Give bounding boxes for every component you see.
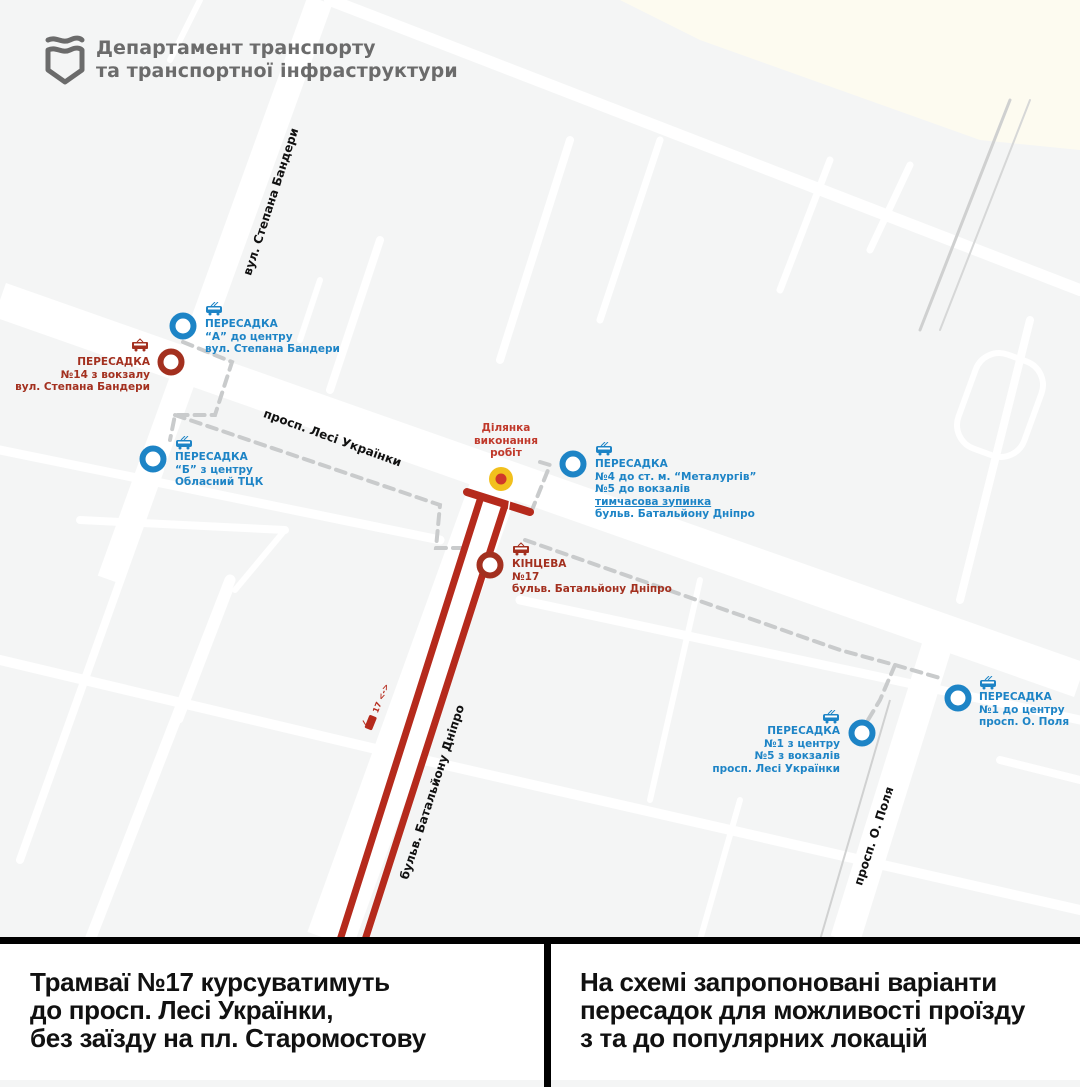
works-stop-line	[506, 497, 511, 521]
footer-divider	[544, 944, 551, 1087]
trolleybus-icon	[980, 676, 996, 690]
industrial-zone	[620, 0, 1080, 150]
stop-ring-17-end	[476, 551, 504, 579]
transfer-rings	[139, 312, 972, 747]
stop-ring-4-5	[559, 450, 587, 478]
stop-label-14: ПЕРЕСАДКА №14 з вокзалу вул. Степана Бан…	[15, 356, 150, 393]
stop-label-4-5: ПЕРЕСАДКА №4 до ст. м. “Металургів” №5 д…	[595, 458, 757, 520]
department-title: Департамент транспорту та транспортної і…	[96, 37, 458, 83]
stop-ring-1-5-from	[848, 719, 876, 747]
stop-ring-B	[139, 445, 167, 473]
trolleybus-icon	[176, 436, 192, 450]
tram-icon	[132, 338, 148, 352]
header: Департамент транспорту та транспортної і…	[44, 34, 458, 86]
stop-label-1-5-from: ПЕРЕСАДКА №1 з центру №5 з вокзалів прос…	[712, 725, 840, 775]
title-line-2: та транспортної інфраструктури	[96, 60, 458, 82]
title-line-1: Департамент транспорту	[96, 37, 376, 59]
tram-icon	[513, 542, 529, 556]
tram-route-17	[336, 488, 534, 940]
stop-label-17-end: КІНЦЕВА №17 бульв. Батальйону Дніпро	[512, 558, 672, 595]
stop-label-A: ПЕРЕСАДКА “А” до центру вул. Степана Бан…	[205, 318, 340, 355]
works-site-marker	[489, 467, 513, 491]
stop-ring-A	[169, 312, 197, 340]
footer-right-notice: На схемі запропоновані варіанти пересадо…	[580, 967, 1026, 1053]
walking-paths	[168, 340, 942, 732]
footer-left-notice: Трамваї №17 курсуватимуть до просп. Лесі…	[30, 967, 426, 1053]
stop-label-B: ПЕРЕСАДКА “Б” з центру Обласний ТЦК	[175, 451, 264, 488]
trolleybus-icon	[596, 442, 612, 456]
shield-logo-icon	[45, 35, 85, 85]
trolleybus-icon	[206, 302, 222, 316]
footer-info: Трамваї №17 курсуватимуть до просп. Лесі…	[0, 937, 1080, 1087]
stop-ring-1-to-center	[944, 684, 972, 712]
stop-ring-14	[157, 348, 185, 376]
trolleybus-icon	[823, 710, 839, 724]
map: 17 <->	[0, 0, 1080, 940]
stop-label-1-to-center: ПЕРЕСАДКА №1 до центру просп. О. Поля	[979, 691, 1070, 728]
works-site-label: Ділянка виконання робіт	[474, 422, 538, 459]
